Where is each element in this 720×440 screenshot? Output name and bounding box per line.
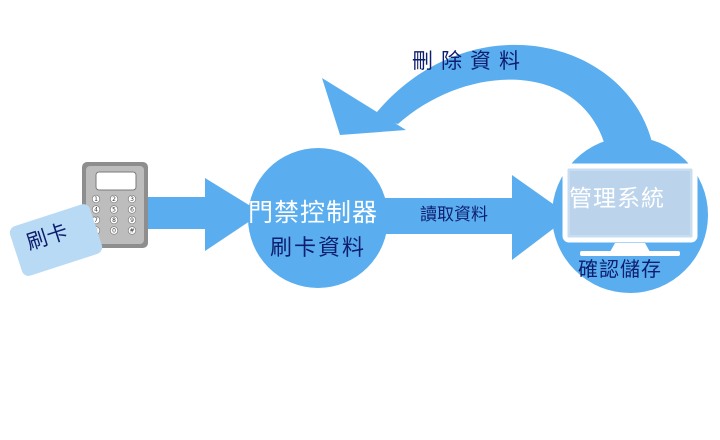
controller-subtitle: 刷卡資料	[270, 236, 367, 261]
keypad-key-label: 4	[94, 207, 98, 214]
swipe-to-controller-arrow	[140, 178, 262, 251]
system-title: 管理系統	[569, 186, 665, 212]
access-card-icon	[9, 204, 103, 276]
controller-title: 門禁控制器	[248, 198, 379, 227]
keypad-key	[109, 194, 119, 204]
keypad-key-label: #	[129, 228, 134, 235]
delete-data-arrow	[322, 44, 655, 158]
read-data-arrow	[385, 175, 570, 260]
keypad-key	[127, 205, 137, 214]
keypad-key-label: 7	[94, 217, 98, 224]
keypad-key	[127, 194, 137, 204]
keypad-key-label: 5	[112, 207, 116, 214]
keypad-key	[127, 226, 137, 235]
keypad-key	[109, 215, 119, 225]
monitor-icon	[562, 163, 698, 256]
read-data-label: 讀取資料	[420, 205, 488, 225]
keypad-key-label: 2	[112, 196, 116, 203]
keypad-key	[91, 194, 101, 204]
access-controller-circle	[248, 148, 388, 288]
keypad-key-label: 0	[112, 228, 116, 235]
keypad-key	[109, 205, 119, 214]
keypad-key	[127, 215, 137, 225]
keypad-key-label: 1	[94, 196, 98, 203]
keypad-key-label: 3	[130, 196, 134, 203]
keypad-key-label: 6	[130, 207, 134, 214]
system-subtitle: 確認儲存	[578, 257, 662, 281]
keypad-key	[91, 205, 101, 214]
keypad-key	[109, 226, 119, 235]
keypad-key-label: 9	[130, 217, 134, 224]
keypad-key-label: 8	[112, 217, 116, 224]
delete-data-label: 刪除資料	[412, 49, 528, 73]
